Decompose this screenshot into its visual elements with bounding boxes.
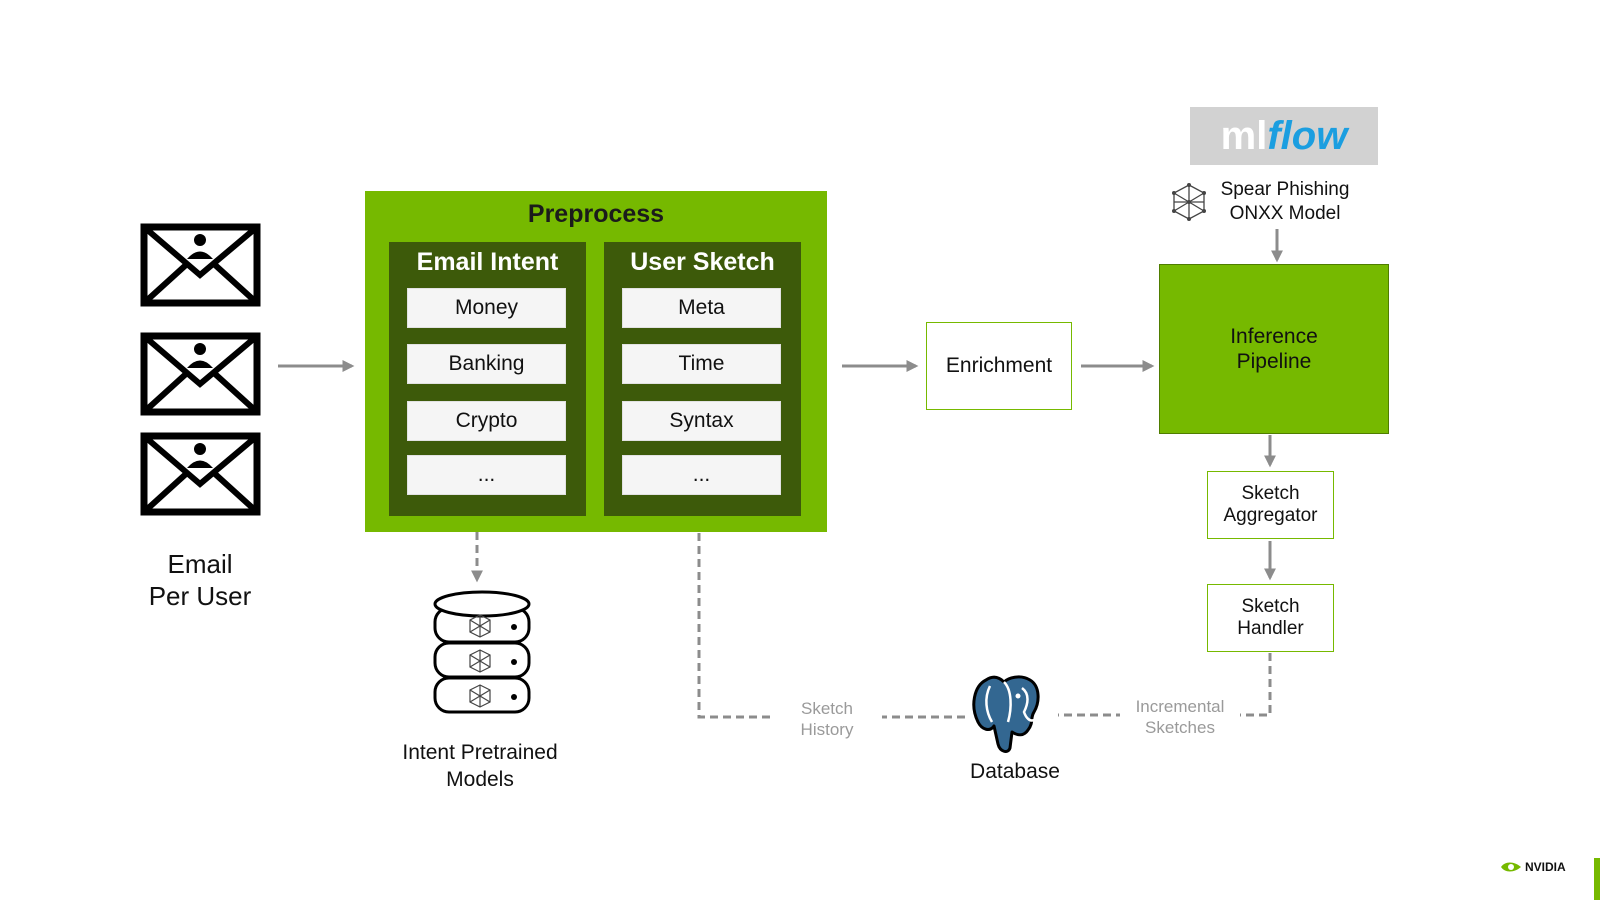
email-label-line1: Email — [167, 549, 233, 579]
enrichment-box: Enrichment — [926, 322, 1072, 410]
incremental-line2: Sketches — [1145, 718, 1215, 737]
enrichment-label: Enrichment — [945, 354, 1053, 377]
aggregator-line1: Sketch — [1241, 483, 1300, 504]
onnx-line1: Spear Phishing — [1220, 179, 1350, 200]
intent-models-label: Intent Pretrained Models — [380, 739, 580, 793]
nvidia-eye-icon — [1501, 862, 1521, 872]
database-label: Database — [970, 760, 1060, 783]
sketch-item: Time — [622, 344, 781, 384]
onnx-line2: ONXX Model — [1229, 203, 1341, 224]
intent-item: Banking — [407, 344, 566, 384]
inference-pipeline-box: Inference Pipeline — [1159, 264, 1389, 434]
intent-item: ... — [407, 455, 566, 495]
incremental-sketches-label: Incremental Sketches — [1120, 696, 1240, 738]
email-icon — [140, 223, 261, 307]
sketch-history-line1: Sketch — [801, 699, 853, 718]
mlflow-logo-ml: ml — [1220, 113, 1268, 158]
email-per-user-label: Email Per User — [120, 548, 280, 612]
sketch-item: ... — [622, 455, 781, 495]
onnx-model-label: Spear Phishing ONXX Model — [1210, 178, 1360, 226]
intent-models-line2: Models — [446, 768, 514, 791]
intent-models-line1: Intent Pretrained — [402, 741, 558, 764]
inference-line1: Inference — [1230, 325, 1318, 348]
line-handler-to-database — [1058, 653, 1272, 717]
inference-line2: Pipeline — [1236, 350, 1312, 373]
email-intent-title: Email Intent — [416, 248, 559, 276]
incremental-line1: Incremental — [1135, 697, 1225, 716]
nvidia-brand: NVIDIA — [1525, 860, 1566, 874]
preprocess-title: Preprocess — [527, 200, 665, 228]
sketch-item: Syntax — [622, 401, 781, 441]
accent-bar — [1594, 858, 1600, 900]
email-icon — [140, 432, 261, 516]
neural-network-icon — [1172, 183, 1206, 221]
intent-item: Money — [407, 288, 566, 328]
sketch-handler-box: Sketch Handler — [1207, 584, 1334, 652]
nvidia-logo: NVIDIA — [1500, 860, 1566, 874]
email-label-line2: Per User — [148, 581, 252, 611]
sketch-history-label: Sketch History — [772, 698, 882, 740]
handler-line1: Sketch — [1241, 596, 1300, 617]
handler-line2: Handler — [1237, 618, 1304, 639]
user-sketch-title: User Sketch — [630, 248, 775, 276]
arrow-database-to-user-sketch — [693, 510, 965, 719]
sketch-history-line2: History — [800, 720, 854, 739]
sketch-aggregator-box: Sketch Aggregator — [1207, 471, 1334, 539]
mlflow-logo-flow: flow — [1267, 113, 1348, 158]
email-icon — [140, 332, 261, 416]
model-database-icon — [433, 590, 531, 714]
sketch-item: Meta — [622, 288, 781, 328]
intent-item: Crypto — [407, 401, 566, 441]
aggregator-line2: Aggregator — [1223, 505, 1318, 526]
postgres-database-icon — [972, 675, 1040, 753]
